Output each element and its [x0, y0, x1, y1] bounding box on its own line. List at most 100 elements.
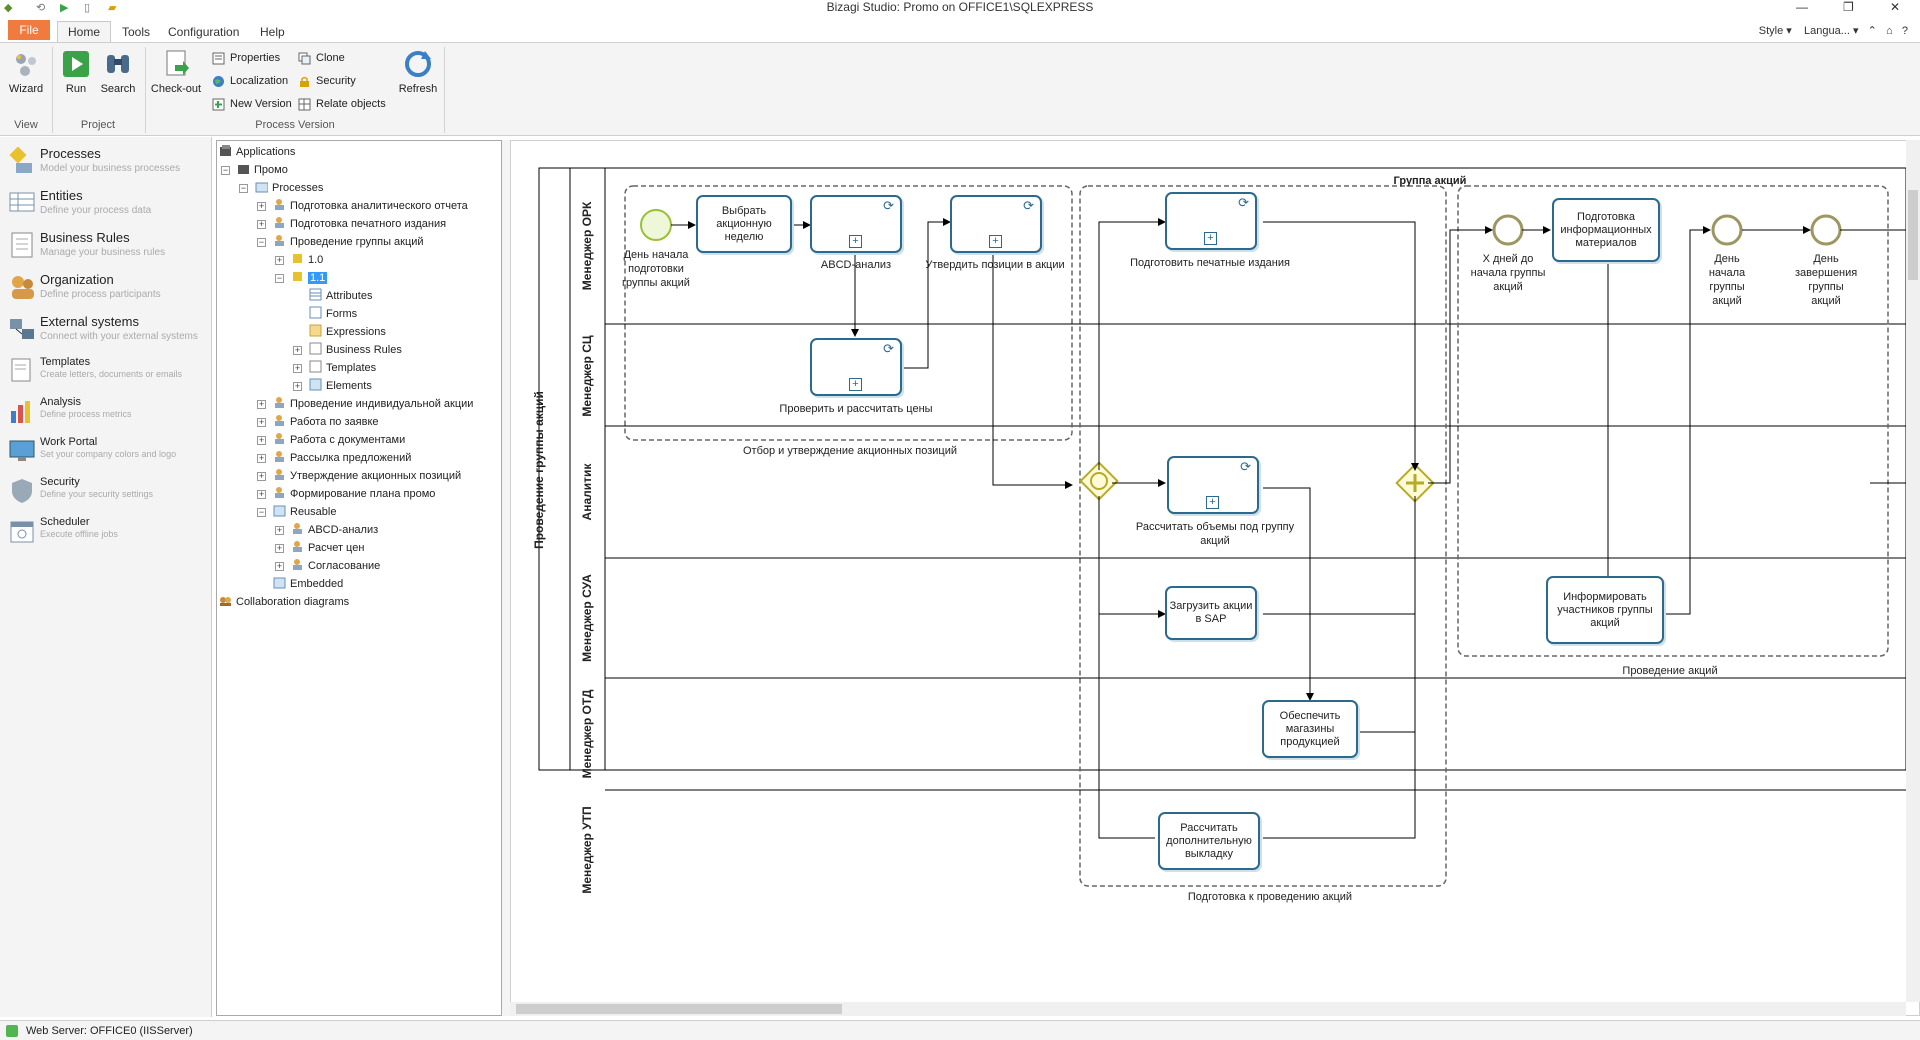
- task[interactable]: Рассчитать дополнительную выкладку: [1158, 812, 1260, 870]
- help-icon[interactable]: ?: [1901, 25, 1908, 37]
- tab-help[interactable]: Help: [260, 25, 285, 39]
- tree-reusable-1[interactable]: +ABCD-анализ: [275, 523, 379, 536]
- task[interactable]: Подготовка информационных материалов: [1552, 198, 1660, 262]
- panel-splitter[interactable]: [502, 140, 510, 1016]
- tree-process-9[interactable]: +Формирование плана промо: [257, 487, 436, 500]
- tree-version-1-1[interactable]: −1.1: [275, 272, 328, 284]
- minimize-icon[interactable]: —: [1796, 0, 1808, 14]
- new-icon[interactable]: ▯: [84, 2, 91, 14]
- app-logo-icon: ◆: [4, 2, 13, 14]
- horizontal-scroll-thumb[interactable]: [516, 1004, 842, 1014]
- tree-collaboration[interactable]: Collaboration diagrams: [219, 593, 349, 611]
- tree-version-1-0[interactable]: +1.0: [275, 254, 324, 266]
- tab-file[interactable]: File: [8, 20, 50, 40]
- search-button[interactable]: Search: [96, 49, 140, 95]
- tree-elements[interactable]: +Elements: [293, 378, 372, 392]
- open-icon[interactable]: ▰: [108, 2, 117, 14]
- task[interactable]: Обеспечить магазины продукцией: [1262, 700, 1358, 758]
- run-quick-icon[interactable]: ▶: [60, 2, 69, 14]
- tree-forms[interactable]: Forms: [309, 305, 357, 323]
- style-menu[interactable]: Style: [1758, 25, 1784, 37]
- task[interactable]: Выбрать акционную неделю: [696, 195, 792, 253]
- vertical-scrollbar[interactable]: [1906, 140, 1920, 1002]
- clone-icon: [298, 52, 311, 65]
- ribbon-tabs: File Home Tools Configuration Help: [0, 18, 1920, 43]
- language-menu[interactable]: Langua...: [1804, 25, 1850, 37]
- task[interactable]: Загрузить акции в SAP: [1165, 586, 1257, 640]
- subprocess-task[interactable]: ⟳+: [810, 338, 902, 396]
- work-portal-icon: [9, 440, 35, 461]
- wizard-icon: [11, 49, 41, 79]
- analysis-icon: [11, 401, 30, 423]
- process-icon: [275, 235, 284, 246]
- tree-expressions[interactable]: Expressions: [309, 323, 386, 341]
- tree-process-8[interactable]: +Утверждение акционных позиций: [257, 469, 462, 482]
- tree-attributes[interactable]: Attributes: [309, 287, 372, 305]
- templates-icon: [11, 358, 31, 382]
- expand-marker-icon: +: [1206, 496, 1219, 509]
- subprocess-task[interactable]: ⟳+: [950, 195, 1042, 253]
- tab-configuration[interactable]: Configuration: [168, 25, 240, 39]
- vertical-scroll-thumb[interactable]: [1908, 190, 1918, 280]
- tree-applications[interactable]: Applications: [219, 143, 295, 161]
- subprocess-task[interactable]: ⟳+: [810, 195, 902, 253]
- relate-objects-button[interactable]: Relate objects: [298, 95, 386, 113]
- security-button[interactable]: Security: [298, 72, 356, 90]
- tree-reusable-2[interactable]: +Расчет цен: [275, 541, 365, 554]
- security-icon: [12, 479, 32, 503]
- event-label: День завершения группы акций: [1795, 253, 1858, 307]
- tree-templates[interactable]: +Templates: [293, 360, 377, 374]
- tree-embedded[interactable]: Embedded: [273, 575, 343, 593]
- tree-process-2[interactable]: +Подготовка печатного издания: [257, 217, 447, 230]
- application-icon: [238, 165, 249, 174]
- reusable-icon: [273, 505, 286, 517]
- properties-button[interactable]: Properties: [212, 49, 280, 67]
- run-button[interactable]: Run: [54, 49, 98, 95]
- restore-icon[interactable]: ❐: [1843, 0, 1854, 14]
- close-icon[interactable]: ✕: [1890, 0, 1901, 14]
- new-version-button[interactable]: New Version: [212, 95, 292, 113]
- collapse-ribbon-icon[interactable]: ⌃: [1867, 25, 1877, 37]
- refresh-button[interactable]: Refresh: [396, 49, 440, 95]
- clone-button[interactable]: Clone: [298, 49, 345, 67]
- lane-label: Менеджер ОТД: [580, 689, 594, 779]
- tree-process-1[interactable]: +Подготовка аналитического отчета: [257, 199, 468, 212]
- undo-icon[interactable]: ⟲: [36, 2, 46, 14]
- tab-tools[interactable]: Tools: [122, 25, 151, 39]
- tree-process-5[interactable]: +Работа по заявке: [257, 415, 379, 428]
- tree-promo[interactable]: −Промо: [221, 164, 288, 176]
- tree-reusable[interactable]: −Reusable: [257, 505, 337, 518]
- subprocess-label: Проведение акций: [1622, 665, 1718, 677]
- localization-button[interactable]: Localization: [212, 72, 288, 90]
- wizard-button[interactable]: Wizard: [4, 49, 48, 95]
- tab-home[interactable]: Home: [57, 21, 112, 43]
- subprocess-task[interactable]: ⟳+: [1167, 456, 1259, 514]
- tree-business-rules[interactable]: +Business Rules: [293, 342, 402, 356]
- tree-process-7[interactable]: +Рассылка предложений: [257, 451, 412, 464]
- subprocess-task[interactable]: ⟳+: [1165, 192, 1257, 250]
- horizontal-scrollbar[interactable]: [510, 1002, 1906, 1016]
- tree-process-4[interactable]: +Проведение индивидуальной акции: [257, 397, 474, 410]
- checkout-button[interactable]: Check-out: [150, 49, 202, 95]
- task[interactable]: Информировать участников группы акций: [1546, 576, 1664, 644]
- process-icon: [275, 487, 284, 498]
- tree-process-6[interactable]: +Работа с документами: [257, 433, 406, 446]
- home-icon[interactable]: ⌂: [1886, 25, 1893, 37]
- group-title: Группа акций: [1393, 175, 1467, 187]
- tree-processes[interactable]: −Processes: [239, 182, 324, 194]
- tree-process-3[interactable]: −Проведение группы акций: [257, 235, 424, 248]
- pool-label: Проведение группы акций: [532, 391, 546, 549]
- lane-label: Аналитик: [580, 463, 594, 521]
- diagram-canvas[interactable]: [510, 140, 1920, 1016]
- tree-reusable-3[interactable]: +Согласование: [275, 559, 381, 572]
